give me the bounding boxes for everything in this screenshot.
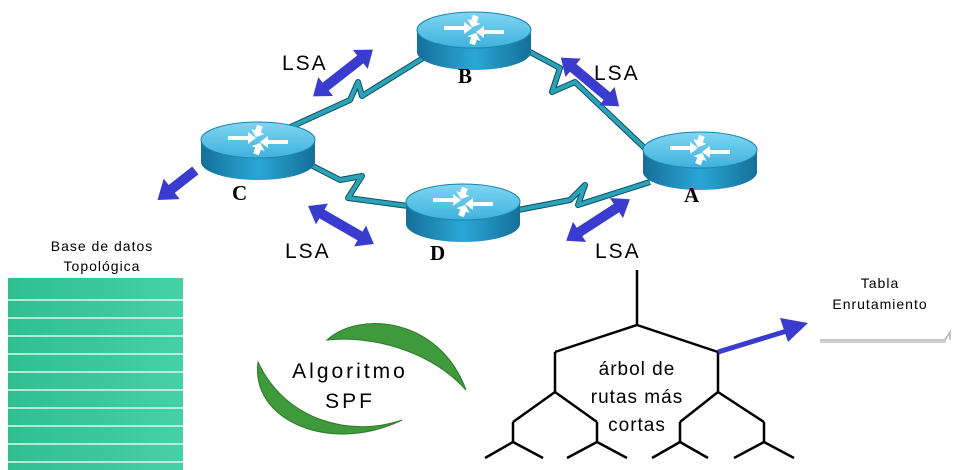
routing-table-arrow [717,318,808,355]
router-d [405,183,521,243]
database-title-line1: Base de datos [51,238,154,254]
algorithm-line2: SPF [325,390,375,413]
topology-database [8,278,183,470]
lsa-label-cb: LSA [282,52,328,75]
router-c-label: C [232,181,247,205]
router-b [416,11,532,71]
lsa-label-cd: LSA [285,240,331,263]
shortest-path-tree [484,270,795,460]
lsa-label-ba: LSA [594,62,640,85]
database-title-line2: Topológica [64,258,141,274]
router-a [642,131,758,191]
routing-table-line1: Tabla [861,275,899,291]
spf-cycle-arcs [257,323,467,435]
router-b-label: B [458,64,472,88]
router-c [200,121,316,181]
tree-line2: rutas más [591,387,683,408]
network-links [260,49,655,213]
output-arrow-c [157,166,199,201]
tree-line1: árbol de [599,359,676,380]
tree-line3: cortas [608,415,666,436]
router-d-label: D [430,241,445,265]
routing-table-line2: Enrutamiento [832,296,927,312]
router-a-label: A [684,183,700,207]
lsa-label-da: LSA [595,240,641,263]
algorithm-line1: Algoritmo [292,360,408,383]
routing-table-sheet [820,329,951,343]
